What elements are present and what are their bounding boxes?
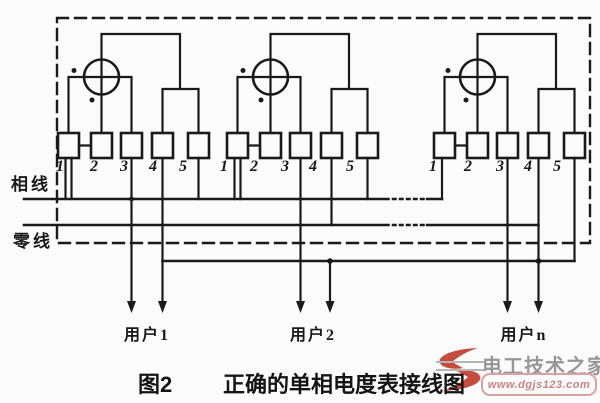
meter-3-terminal-4: 4 [524, 158, 532, 175]
meter-3-wires [440, 32, 576, 304]
meter-2-terminal-boxes [225, 131, 380, 160]
meter-2-disc [251, 58, 290, 96]
meter-1-terminal-4: 4 [149, 158, 157, 175]
phase-line-label: 相线 [11, 175, 51, 194]
meter-2-terminal-3: 3 [281, 158, 289, 175]
meter-3-terminal-5: 5 [553, 158, 561, 175]
meter-1-group [56, 32, 211, 304]
meter-1-terminal-5: 5 [179, 158, 187, 175]
meter-1-wires [64, 32, 200, 304]
meter-3-terminal-3: 3 [496, 158, 504, 175]
watermark-site-name: 电工技术之家 [482, 356, 600, 378]
watermark-logo-icon [436, 348, 484, 391]
meter-1-disc [82, 58, 121, 96]
meter-2-wires [233, 32, 369, 304]
figure-number: 图2 [138, 372, 173, 397]
meter-3-terminal-boxes [432, 131, 587, 160]
meter-2-group [225, 32, 380, 304]
meter-box-dashed-border [55, 16, 592, 245]
meter-3-group [432, 32, 587, 304]
user-n-label: 用户n [500, 327, 548, 344]
meter-2-terminal-5: 5 [346, 158, 354, 175]
meter-1-polarity-dots [71, 68, 95, 103]
user-feed-arrows [127, 301, 543, 313]
meter-3-terminal-1: 1 [429, 158, 437, 175]
figure-title: 正确的单相电度表接线图 [223, 372, 466, 397]
line-continuation-dots [384, 197, 428, 227]
meter-3-terminal-2: 2 [464, 158, 472, 175]
meter-2-polarity-dots [240, 68, 264, 103]
user-1-label: 用户1 [123, 327, 170, 344]
meter-2-terminal-4: 4 [309, 158, 317, 175]
watermark-url-box: www.dgjs123.com [481, 373, 597, 396]
meter-1-terminal-3: 3 [120, 158, 128, 175]
neutral-line-label: 零线 [13, 232, 53, 251]
meter-1-terminal-2: 2 [90, 158, 98, 175]
user-2-label: 用户2 [289, 327, 336, 344]
meter-3-disc [458, 58, 497, 96]
meter-1-terminal-1: 1 [56, 158, 64, 175]
meter-3-polarity-dots [445, 68, 469, 103]
junction-dots [129, 196, 542, 264]
watermark-site-url: www.dgjs123.com [487, 378, 591, 391]
meter-2-terminal-2: 2 [250, 158, 258, 175]
meter-1-terminal-boxes [56, 131, 211, 160]
meter-2-terminal-1: 1 [220, 158, 228, 175]
